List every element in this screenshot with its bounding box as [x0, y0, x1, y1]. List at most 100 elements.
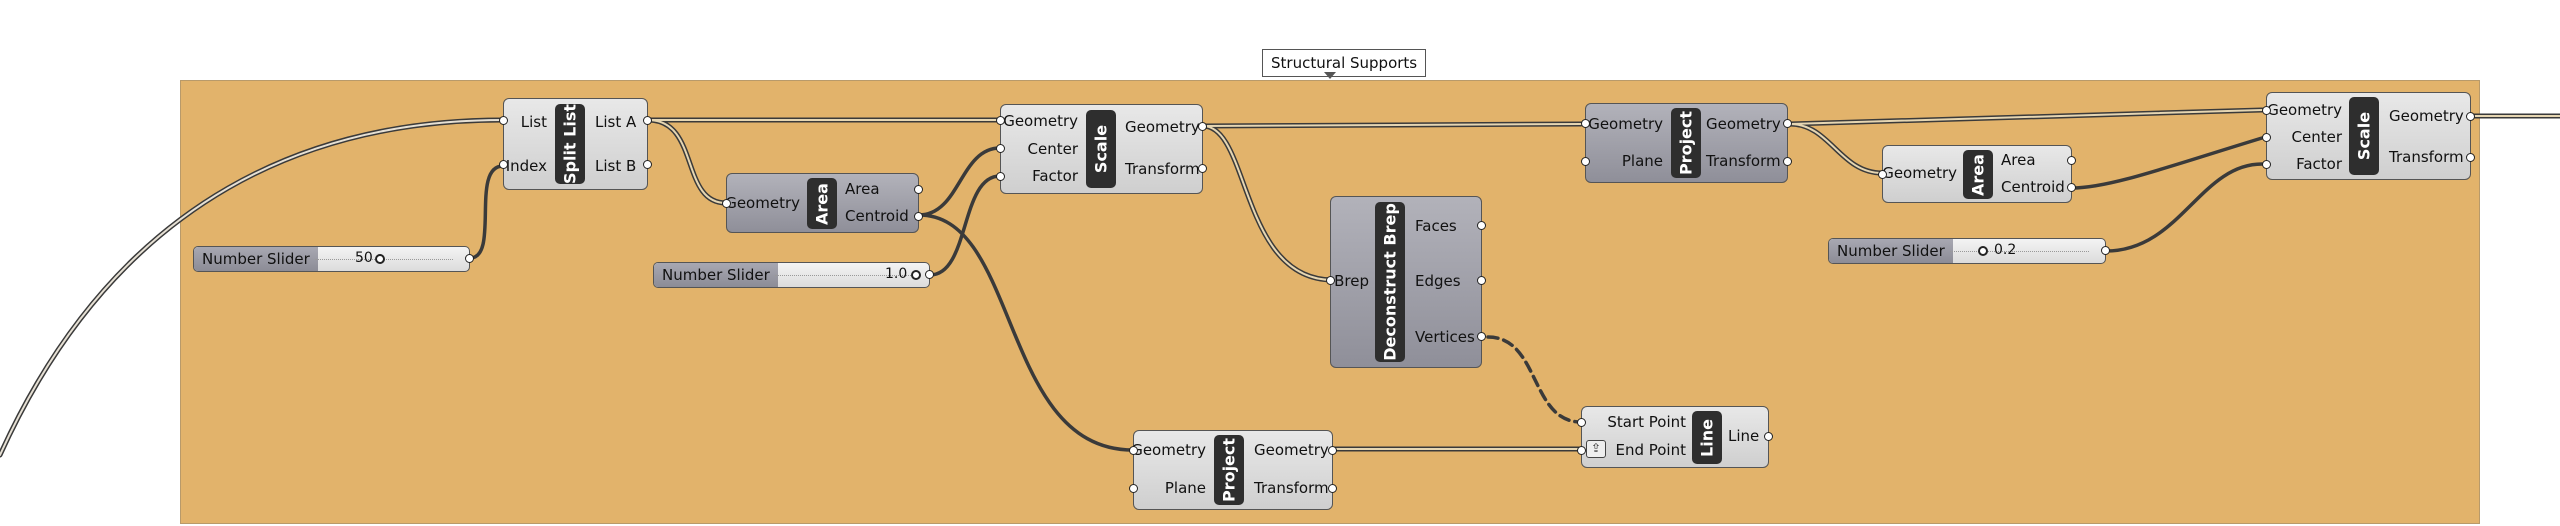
slider-label: Number Slider	[194, 247, 318, 271]
port-in[interactable]	[1326, 276, 1335, 285]
port-in[interactable]	[2262, 106, 2271, 115]
port-in[interactable]	[1581, 119, 1590, 128]
deconstruct-input-brep: Brep	[1334, 272, 1369, 290]
scale-output-geometry: Geometry	[1125, 118, 1200, 136]
port-in[interactable]	[1129, 484, 1138, 493]
deconstruct-brep-title[interactable]: Deconstruct Brep	[1375, 202, 1405, 362]
scale-input-geometry: Geometry	[1003, 112, 1078, 130]
scale-input-center: Center	[2291, 128, 2343, 146]
area-input-geometry: Geometry	[725, 194, 800, 212]
graft-icon[interactable]: ⇪	[1586, 440, 1606, 458]
scale-input-factor: Factor	[2296, 155, 2342, 173]
port-in[interactable]	[1878, 170, 1887, 179]
slider-knob[interactable]	[1978, 246, 1988, 256]
split-list-output-list-a: List A	[595, 113, 637, 131]
project-component-1[interactable]: Geometry Plane Project Geometry Transfor…	[1129, 430, 1337, 510]
scale-input-center: Center	[1027, 140, 1079, 158]
port-out[interactable]	[1477, 221, 1486, 230]
project-output-transform: Transform	[1254, 479, 1329, 497]
area-input-geometry: Geometry	[1882, 164, 1957, 182]
split-list-component[interactable]: List Index Split List List A List B	[499, 98, 652, 190]
scale-title[interactable]: Scale	[1086, 110, 1116, 188]
line-input-end-point: End Point	[1615, 441, 1686, 459]
slider-value: 50	[355, 250, 373, 266]
deconstruct-brep-component[interactable]: Brep Deconstruct Brep Faces Edges Vertic…	[1326, 196, 1486, 368]
slider-value: 0.2	[1994, 242, 2017, 258]
slider-label: Number Slider	[654, 263, 778, 287]
group-label-pointer	[1324, 72, 1336, 79]
port-out[interactable]	[1783, 157, 1792, 166]
port-out[interactable]	[914, 185, 923, 194]
area-title[interactable]: Area	[1963, 150, 1993, 199]
line-output-line: Line	[1728, 427, 1760, 445]
area-component-2[interactable]: Geometry Area Area Centroid	[1878, 145, 2076, 203]
port-out[interactable]	[1764, 432, 1773, 441]
port-out[interactable]	[1328, 446, 1337, 455]
port-out[interactable]	[465, 254, 474, 263]
project-input-geometry: Geometry	[1588, 115, 1663, 133]
port-out[interactable]	[2101, 246, 2110, 255]
project-title[interactable]: Project	[1671, 108, 1701, 178]
area-output-centroid: Centroid	[2001, 178, 2065, 196]
split-list-title[interactable]: Split List	[555, 104, 585, 184]
port-out[interactable]	[1783, 119, 1792, 128]
port-in[interactable]	[722, 199, 731, 208]
slider-track	[775, 275, 913, 277]
scale-output-geometry: Geometry	[2389, 107, 2464, 125]
slider-knob[interactable]	[911, 270, 921, 280]
port-out[interactable]	[1328, 484, 1337, 493]
split-list-input-index: Index	[505, 157, 547, 175]
scale-output-transform: Transform	[1125, 160, 1200, 178]
project-input-plane: Plane	[1164, 479, 1206, 497]
line-title[interactable]: Line	[1692, 411, 1722, 464]
port-out[interactable]	[643, 116, 652, 125]
port-in[interactable]	[996, 116, 1005, 125]
slider-value: 1.0	[885, 266, 908, 282]
line-input-start-point: Start Point	[1607, 413, 1686, 431]
port-out[interactable]	[1477, 332, 1486, 341]
port-in[interactable]	[2262, 133, 2271, 142]
port-in[interactable]	[1129, 446, 1138, 455]
split-list-output-list-b: List B	[595, 157, 637, 175]
port-out[interactable]	[2466, 153, 2475, 162]
port-in[interactable]	[2262, 160, 2271, 169]
port-out[interactable]	[643, 160, 652, 169]
port-out[interactable]	[2067, 183, 2076, 192]
number-slider-1[interactable]: Number Slider 50	[193, 246, 474, 272]
port-out[interactable]	[2067, 156, 2076, 165]
port-out[interactable]	[2466, 112, 2475, 121]
scale-title[interactable]: Scale	[2349, 97, 2379, 175]
area-component-1[interactable]: Geometry Area Area Centroid	[722, 173, 923, 233]
project-output-transform: Transform	[1706, 152, 1781, 170]
scale-component-2[interactable]: Geometry Center Factor Scale Geometry Tr…	[2262, 92, 2475, 180]
port-in[interactable]	[996, 144, 1005, 153]
number-slider-3[interactable]: Number Slider 0.2	[1828, 238, 2110, 264]
slider-knob[interactable]	[375, 254, 385, 264]
port-in[interactable]	[1577, 446, 1586, 455]
project-title[interactable]: Project	[1214, 435, 1244, 505]
scale-output-transform: Transform	[2389, 148, 2464, 166]
scale-input-factor: Factor	[1032, 167, 1078, 185]
area-output-area: Area	[2001, 151, 2036, 169]
port-in[interactable]	[1581, 157, 1590, 166]
area-title[interactable]: Area	[807, 178, 837, 229]
port-in[interactable]	[499, 160, 508, 169]
port-in[interactable]	[996, 172, 1005, 181]
area-output-centroid: Centroid	[845, 207, 909, 225]
line-component[interactable]: Start Point ⇪ End Point Line Line	[1577, 406, 1773, 468]
slider-label: Number Slider	[1829, 239, 1953, 263]
port-out[interactable]	[1198, 122, 1207, 131]
number-slider-2[interactable]: Number Slider 1.0	[653, 262, 934, 288]
port-out[interactable]	[914, 212, 923, 221]
port-in[interactable]	[1577, 418, 1586, 427]
area-output-area: Area	[845, 180, 880, 198]
project-component-2[interactable]: Geometry Plane Project Geometry Transfor…	[1581, 103, 1792, 183]
group-label[interactable]: Structural Supports	[1262, 49, 1427, 77]
scale-component-1[interactable]: Geometry Center Factor Scale Geometry Tr…	[996, 104, 1207, 194]
port-out[interactable]	[925, 270, 934, 279]
port-in[interactable]	[499, 116, 508, 125]
port-out[interactable]	[1198, 164, 1207, 173]
deconstruct-output-faces: Faces	[1415, 217, 1457, 235]
port-out[interactable]	[1477, 276, 1486, 285]
